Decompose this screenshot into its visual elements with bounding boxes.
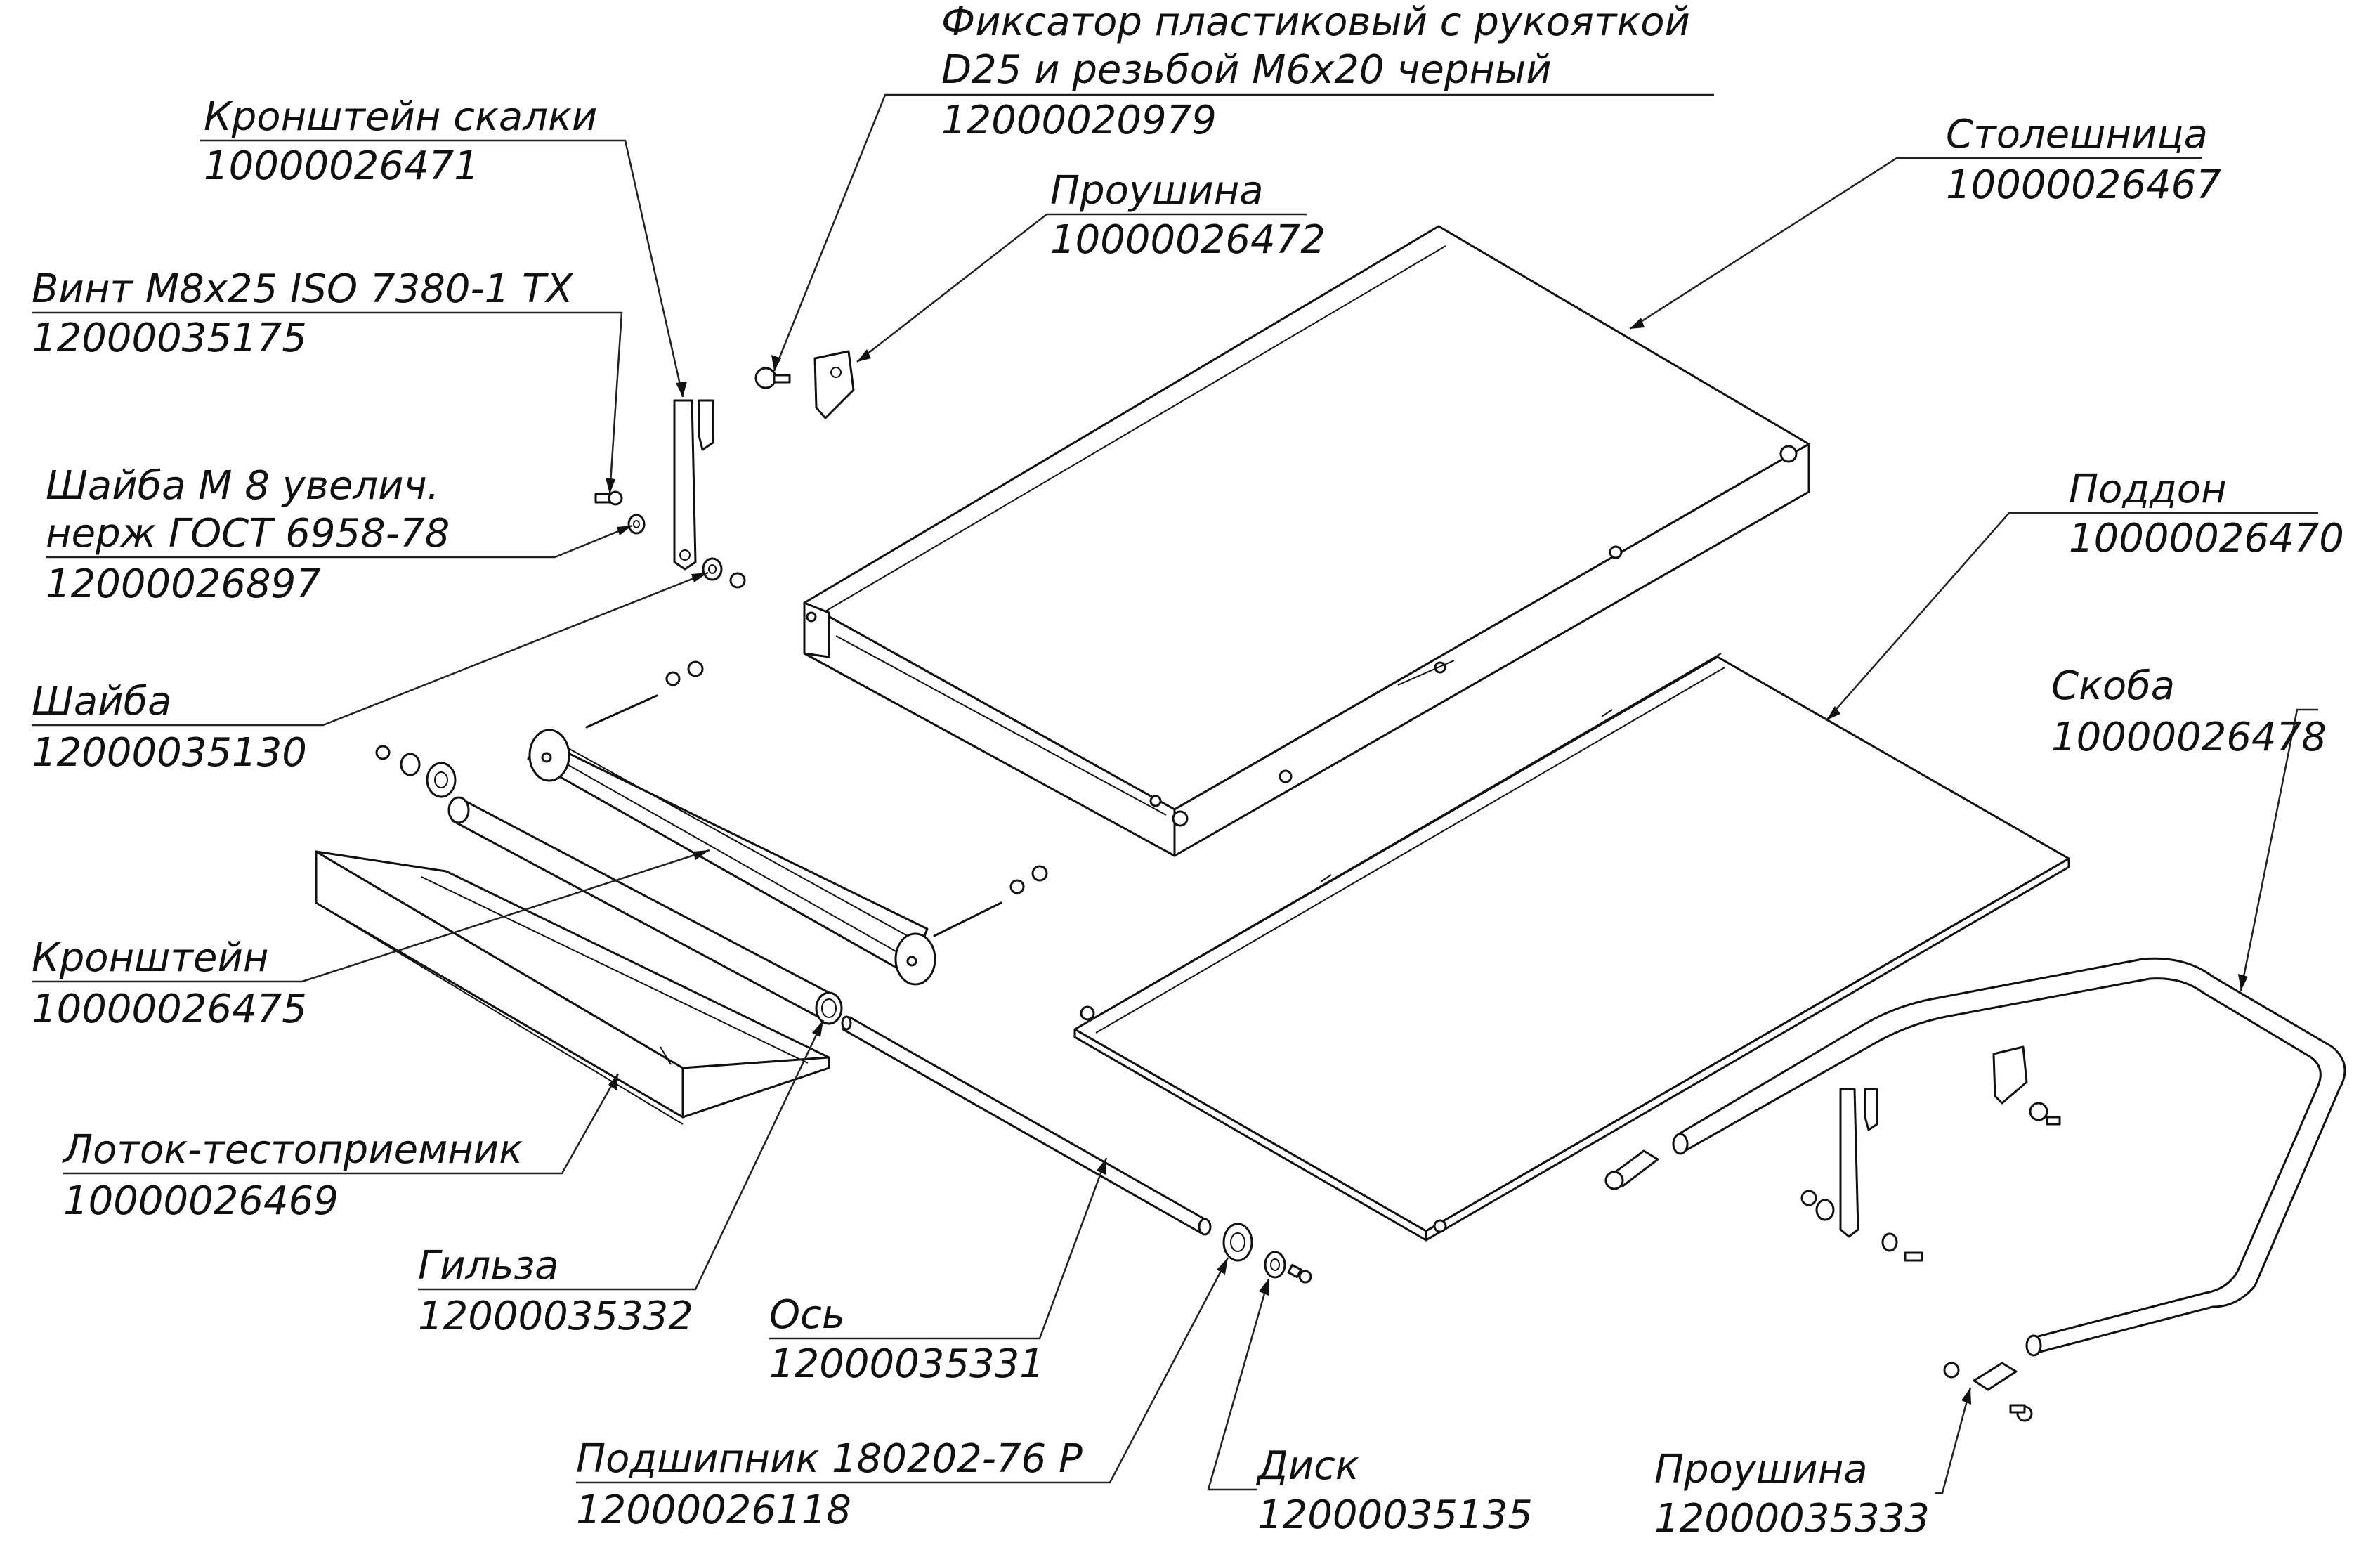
screw-name: Винт М8х25 ISO 7380-1 TX [32, 266, 574, 312]
screw-code: 12000035175 [32, 315, 307, 361]
callout-washer: Шайба 12000035130 [32, 679, 307, 776]
tray-name: Поддон [2069, 467, 2227, 512]
fixator-name-line2: D25 и резьбой М6х20 черный [941, 47, 1552, 93]
dough-receiver-code: 10000026469 [63, 1178, 339, 1224]
fixator-code: 12000020979 [941, 98, 1217, 143]
tray-part [1073, 653, 2070, 1242]
handle-part [1672, 957, 2346, 1357]
callout-bracket: Кронштейн 10000026475 [32, 935, 307, 1032]
leader-lines [32, 93, 2318, 1494]
washer-m8-name-line1: Шайба М 8 увелич. [46, 463, 439, 509]
handle-code: 10000026478 [2051, 715, 2327, 760]
callout-tabletop: Столешница 10000026467 [1946, 112, 2221, 208]
bracket-name: Кронштейн [32, 935, 269, 981]
handle-name: Скоба [2051, 663, 2175, 709]
callout-disc: Диск 12000035135 [1255, 1443, 1533, 1538]
dough-receiver-name: Лоток-тестоприемник [62, 1127, 523, 1173]
washer-name: Шайба [32, 679, 171, 724]
axle-name: Ось [769, 1292, 845, 1338]
washer-m8-code: 12000026897 [46, 561, 321, 607]
bracket-rolling-pin-name: Кронштейн скалки [204, 94, 597, 140]
tray-code: 10000026470 [2069, 516, 2344, 561]
callout-dough-receiver: Лоток-тестоприемник 10000026469 [62, 1127, 523, 1224]
bracket-part [527, 694, 1002, 986]
callout-bracket-rolling-pin: Кронштейн скалки 10000026471 [204, 94, 597, 189]
callout-sleeve: Гильза 12000035332 [418, 1243, 693, 1339]
bracket-code: 10000026475 [32, 986, 307, 1032]
washer-m8-part [627, 514, 646, 535]
sleeve-code: 12000035332 [418, 1294, 693, 1339]
callout-tray: Поддон 10000026470 [2069, 467, 2344, 561]
tabletop-name: Столешница [1946, 112, 2208, 157]
tabletop-code: 10000026467 [1946, 162, 2221, 208]
sleeve-part [447, 796, 843, 1025]
eyelet-bottom-code: 12000035333 [1654, 1496, 1930, 1542]
tabletop-bolts [665, 660, 1048, 894]
fixator-name-line1: Фиксатор пластиковый с рукояткой [941, 0, 1690, 45]
disc-part [1264, 1251, 1286, 1279]
callout-screw: Винт М8х25 ISO 7380-1 TX 12000035175 [32, 266, 574, 361]
axle-screw-part [1287, 1263, 1312, 1284]
bracket-rolling-pin-code: 10000026471 [204, 143, 479, 189]
disc-code: 12000035135 [1257, 1492, 1533, 1538]
callout-bearing: Подшипник 180202-76 Р 12000026118 [576, 1436, 1083, 1533]
rolling-pin-bracket-part [673, 399, 714, 571]
eyelet-top-part [813, 350, 855, 419]
callout-eyelet-bottom: Проушина 12000035333 [1654, 1447, 1930, 1542]
lower-right-hardware [1604, 1045, 2061, 1422]
bearing-name: Подшипник 180202-76 Р [576, 1436, 1083, 1482]
screw-part [594, 490, 623, 506]
disc-name: Диск [1255, 1443, 1359, 1489]
bearing-code: 12000026118 [576, 1487, 851, 1533]
eyelet-top-code: 10000026472 [1050, 217, 1326, 263]
sleeve-name: Гильза [418, 1243, 558, 1289]
left-roller-hardware [375, 745, 457, 798]
callout-washer-m8: Шайба М 8 увелич. нерж ГОСТ 6958-78 1200… [46, 463, 450, 607]
dough-receiver-part [315, 850, 830, 1125]
callout-handle: Скоба 10000026478 [2051, 663, 2327, 760]
callout-fixator: Фиксатор пластиковый с рукояткой D25 и р… [941, 0, 1690, 143]
axle-code: 12000035331 [769, 1341, 1045, 1387]
bearing-part [1222, 1223, 1253, 1262]
washer-code: 12000035130 [32, 730, 307, 776]
callout-axle: Ось 12000035331 [769, 1292, 1045, 1387]
callout-eyelet-top: Проушина 10000026472 [1050, 168, 1326, 263]
fixator-part [754, 367, 791, 389]
axle-part [841, 1015, 1212, 1236]
eyelet-bottom-name: Проушина [1654, 1447, 1868, 1492]
washer-m8-name-line2: нерж ГОСТ 6958-78 [46, 511, 450, 556]
washer-part [702, 557, 746, 589]
tabletop-part [803, 225, 1810, 857]
eyelet-top-name: Проушина [1050, 168, 1264, 214]
